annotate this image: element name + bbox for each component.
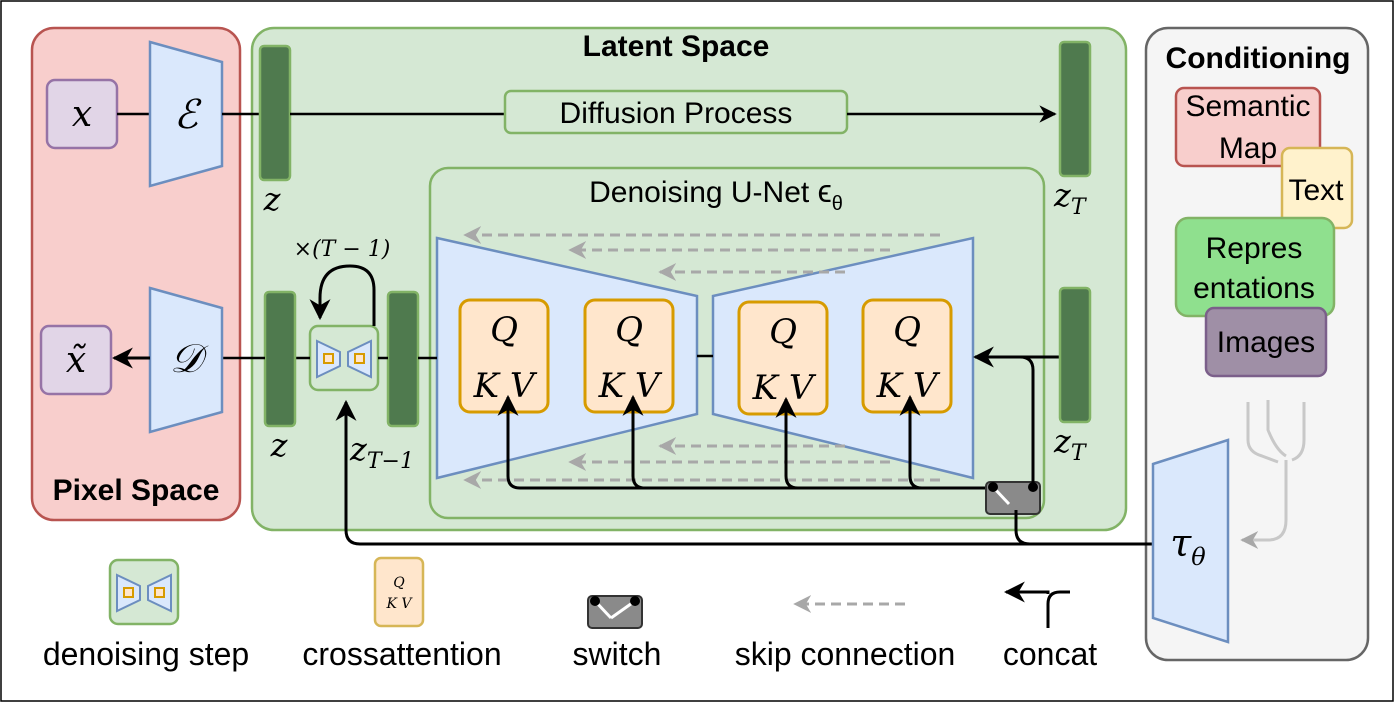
denoising-step-block [308,324,380,392]
images-label: Images [1217,326,1315,359]
legend-switch-icon [587,595,643,629]
crossattention-block-2: Q K V [583,298,675,414]
legend-crossattention-label: crossattention [302,636,501,672]
x-symbol: x [72,94,92,135]
images-box [1204,306,1328,378]
svg-text:K V: K V [473,366,538,406]
loop-arrow [309,264,376,326]
representations-label-1: Repres [1206,232,1303,265]
crossattention-block-1: Q K V [458,298,550,414]
diffusion-process-box [503,89,849,135]
zT-top-label: zT [1053,176,1088,220]
encoder-block [148,40,224,188]
tau-encoder-block [1151,438,1230,644]
svg-text:K V: K V [385,596,413,612]
unet-label: Denoising U-Net ϵθ [589,173,843,215]
cond-wire-4 [899,394,923,490]
cond-wire-3 [775,396,799,490]
conditioning-tree [1240,400,1306,549]
semantic-map-label-2: Map [1219,132,1277,165]
encoder-symbol: ℰ [174,92,202,138]
legend-concat-icon [1003,581,1070,628]
semantic-map-label-1: Semantic [1185,90,1310,123]
crossattention-block-4: Q K V [861,298,953,414]
latent-zT-minus-1 [386,290,420,428]
decoder-block [148,286,224,434]
latent-zT-bottom [1058,286,1092,424]
pixel-space-label: Pixel Space [53,474,220,507]
unet-decoder-half [711,236,975,480]
z-top-label: z [263,180,282,218]
latent-z-bottom [263,290,297,428]
svg-text:K V: K V [598,366,663,406]
legend-concat-label: concat [1003,636,1097,672]
tau-to-denoising-step-wire [335,399,1030,546]
svg-text:K V: K V [876,366,941,406]
svg-text:Q: Q [490,310,518,350]
latent-space-label: Latent Space [583,30,770,63]
legend-switch-label: switch [573,636,662,672]
svg-text:Q: Q [893,310,921,350]
legend-denoising-step-icon [108,558,180,626]
zT-minus-1-label: zT−1 [349,430,414,474]
svg-text:Q: Q [615,310,643,350]
semantic-map-box [1174,86,1322,168]
tau-symbol: τθ [1170,521,1206,571]
text-label: Text [1288,174,1344,207]
switch-block [985,481,1041,515]
latent-zT-top [1058,40,1092,178]
conditioning-label: Conditioning [1166,42,1351,75]
legend-crossattention-icon: Q K V [373,556,425,628]
cond-wire-2 [622,394,646,490]
latent-z-top [258,44,292,182]
diffusion-process-label: Diffusion Process [560,97,793,130]
legend-denoising-step-label: denoising step [43,636,249,672]
crossattention-block-3: Q K V [737,300,829,416]
svg-text:K V: K V [752,368,817,408]
x-tilde-symbol: x̃ [66,340,86,381]
loop-label: ×(T − 1) [294,237,391,262]
svg-text:Q: Q [769,312,797,352]
svg-text:Q: Q [393,575,405,591]
output-image-x-tilde [39,324,113,396]
cond-wire-1 [497,394,992,490]
representations-label-2: entations [1193,272,1315,305]
zT-bottom-label: zT [1053,422,1088,466]
legend-skip-connection-label: skip connection [735,636,956,672]
z-bottom-label: z [270,426,289,464]
